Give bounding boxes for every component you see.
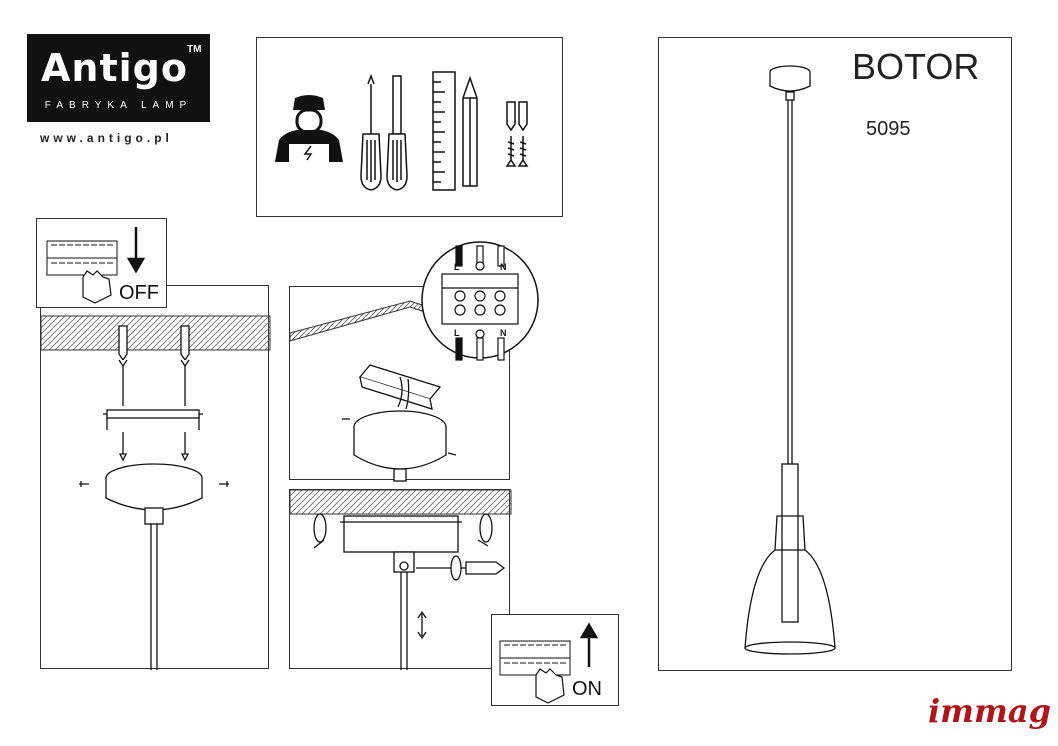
step-fixing-panel: [289, 489, 512, 670]
installer-icon: [275, 95, 343, 162]
switch-on-panel: ON: [491, 614, 619, 706]
screw-icon: [505, 136, 529, 167]
neutral-label-top: N: [500, 262, 507, 272]
hand-icon: [82, 270, 112, 304]
live-label-top: L: [454, 262, 460, 272]
on-label: ON: [572, 678, 602, 700]
tools-illustration: [275, 71, 529, 191]
switch-off-panel: OFF: [36, 218, 167, 308]
circuit-breaker-icon: OFF: [46, 227, 159, 304]
tools-panel: [256, 37, 563, 217]
circuit-breaker-on-icon: ON: [499, 622, 602, 704]
neutral-label-bottom: N: [500, 328, 507, 338]
arrow-up-icon: [579, 622, 599, 667]
step-wiring-panel: [289, 286, 510, 482]
arrow-down-icon: [126, 227, 146, 274]
pencil-icon: [462, 75, 478, 187]
trademark-sign: TM: [187, 44, 202, 55]
hand-icon: [535, 668, 565, 704]
wiring-illustration: [289, 300, 457, 482]
mounting-illustration: [40, 315, 271, 670]
maker-mark: immag: [928, 692, 1051, 730]
wall-plug-icon: [506, 101, 528, 132]
brand-logo: Antigo TM FABRYKA LAMP: [27, 34, 210, 122]
brand-name: Antigo: [41, 46, 188, 90]
flat-screwdriver-icon: [386, 75, 408, 191]
pendant-lamp-drawing: [744, 65, 836, 655]
fixing-illustration: [289, 489, 512, 670]
website-url: www.antigo.pl: [40, 131, 173, 145]
phillips-screwdriver-icon: [360, 73, 382, 191]
product-name: BOTOR: [852, 46, 980, 87]
ruler-icon: [432, 71, 456, 191]
terminal-block-zoom: L N L N: [421, 241, 539, 361]
step-mounting-panel: [40, 285, 271, 670]
off-label: OFF: [119, 282, 159, 304]
product-code: 5095: [866, 118, 911, 140]
product-panel: [658, 37, 1012, 671]
live-label-bottom: L: [454, 328, 460, 338]
brand-subtitle: FABRYKA LAMP: [44, 100, 193, 111]
